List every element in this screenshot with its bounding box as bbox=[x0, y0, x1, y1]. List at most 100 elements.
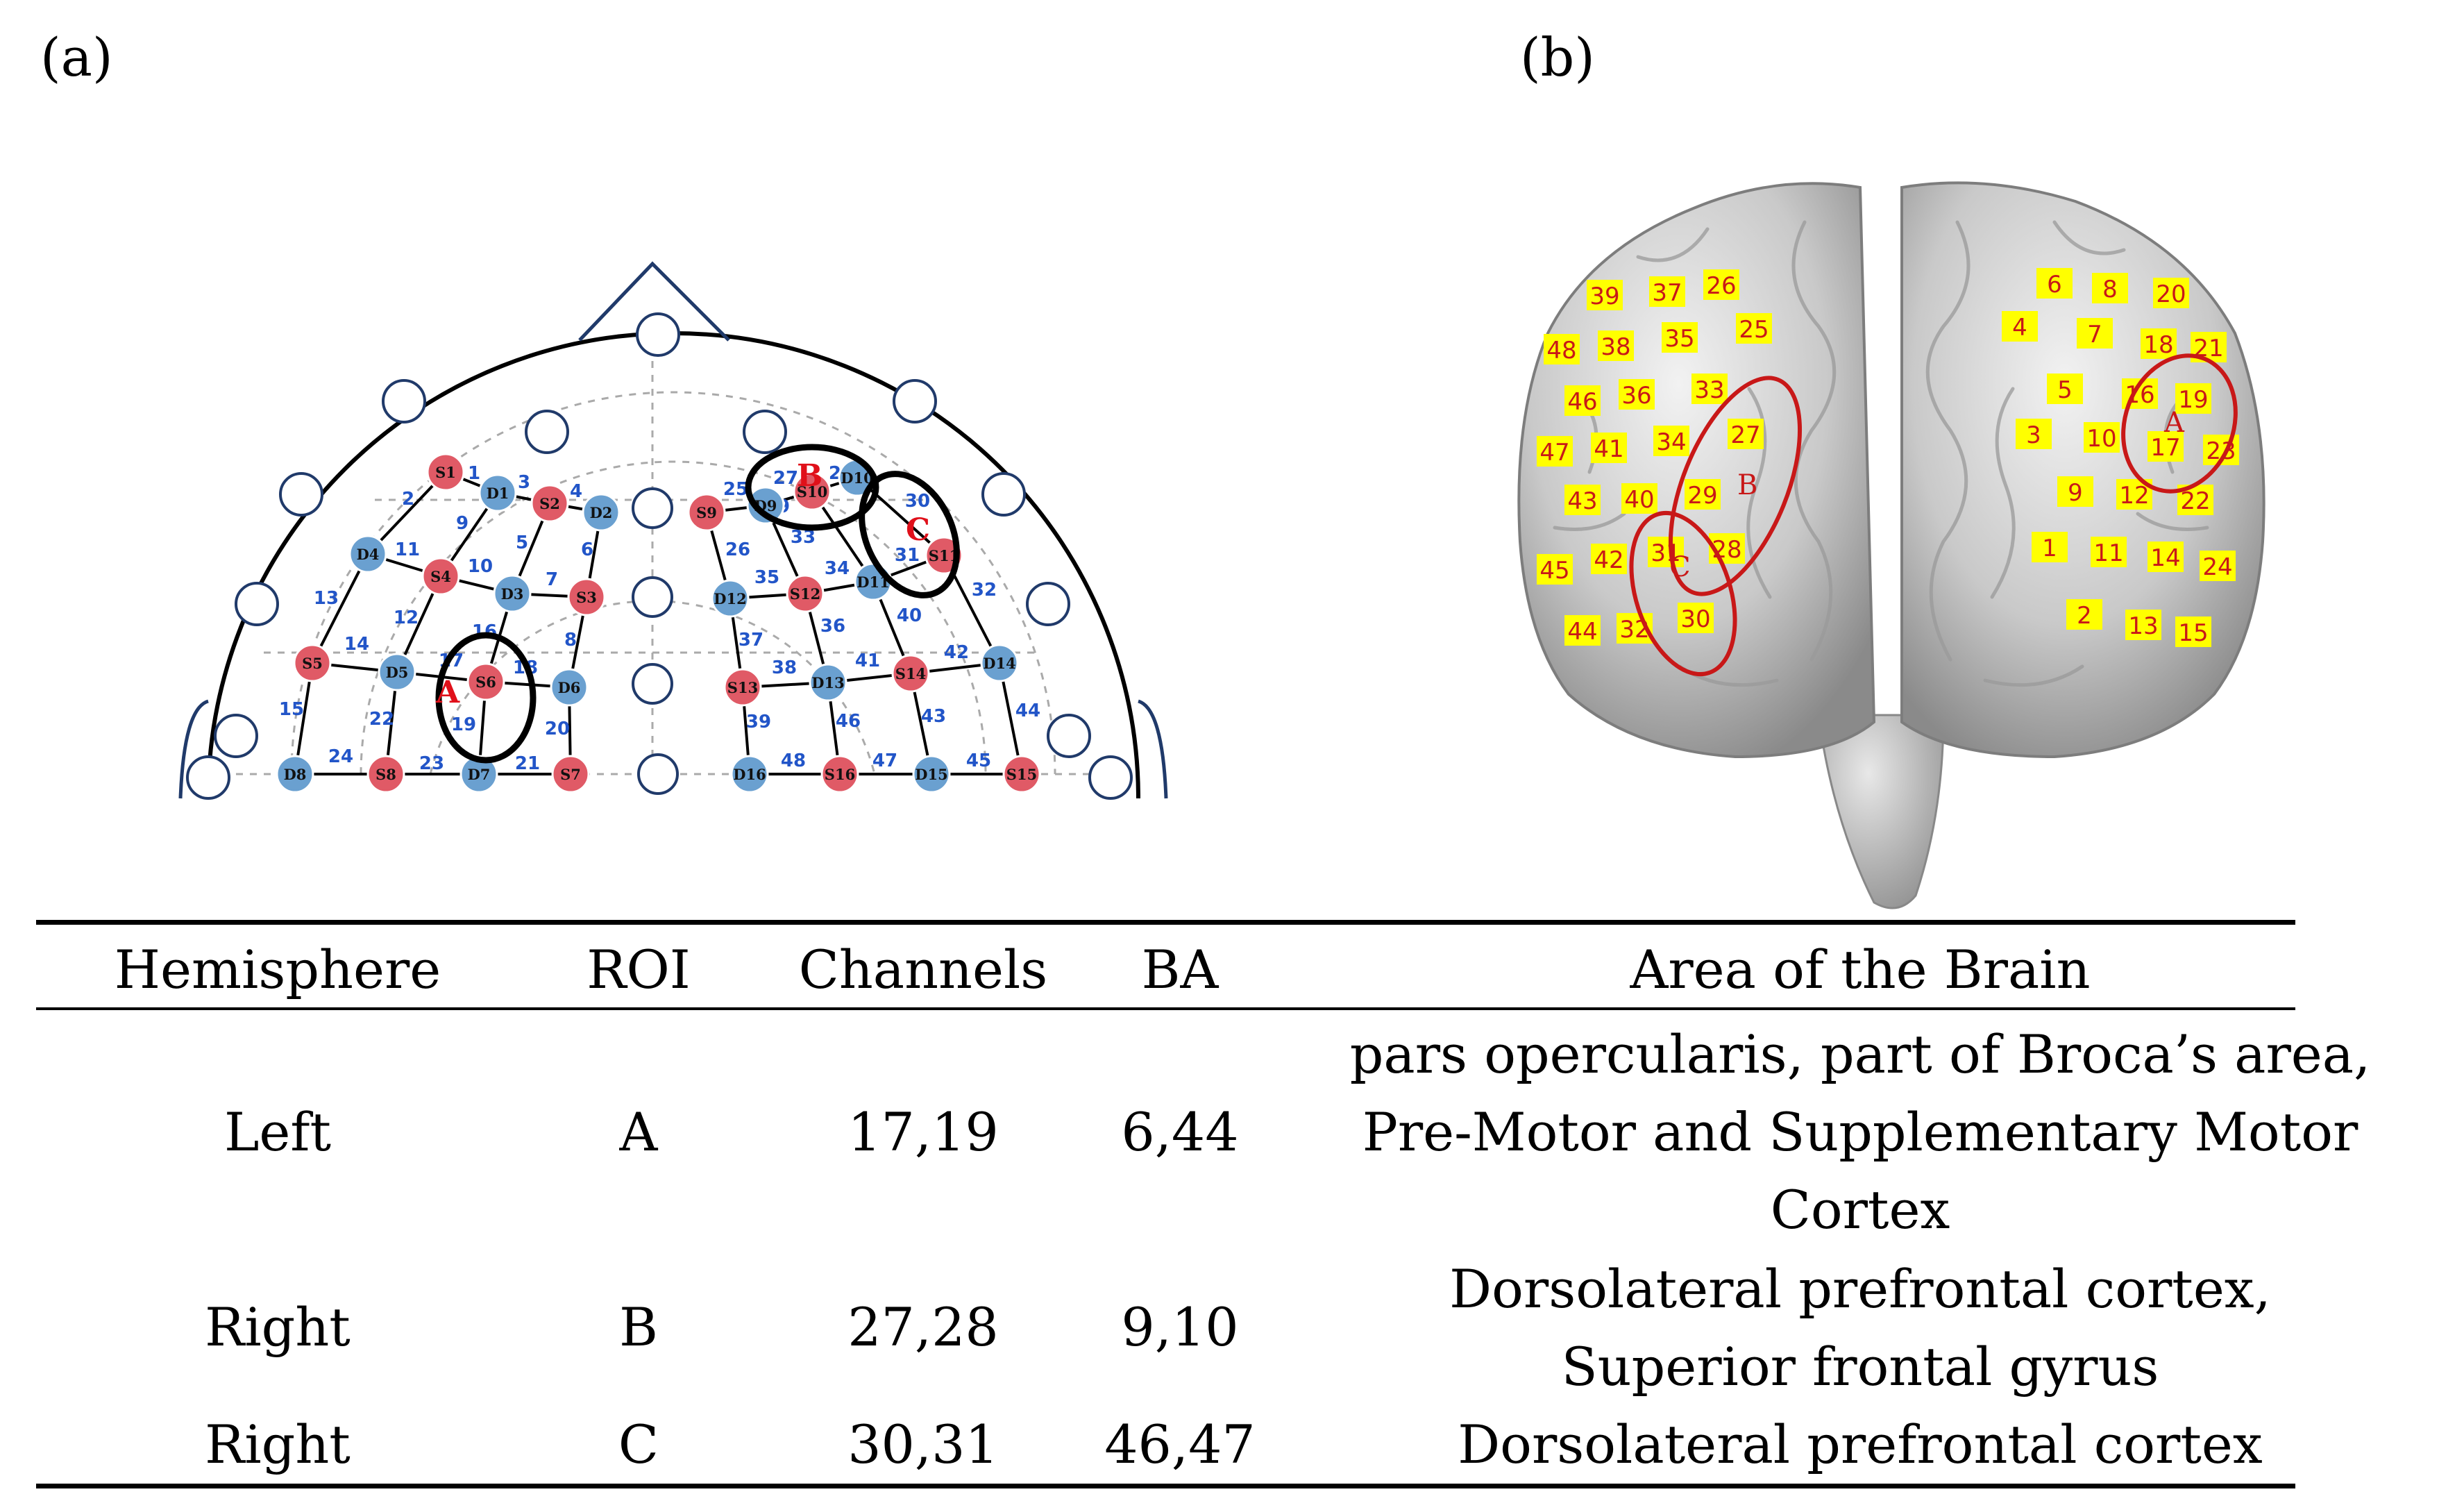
svg-text:42: 42 bbox=[1594, 546, 1623, 574]
panel-label-a: (a) bbox=[40, 26, 113, 88]
channel-number-37: 37 bbox=[739, 630, 763, 651]
svg-text:7: 7 bbox=[2087, 321, 2102, 349]
svg-text:14: 14 bbox=[2150, 544, 2180, 572]
channel-number-5: 5 bbox=[516, 532, 528, 553]
svg-text:27: 27 bbox=[1730, 421, 1760, 449]
source-s1: S1 bbox=[426, 453, 465, 492]
brain-channel-41: 41 bbox=[1591, 433, 1627, 463]
row2-roi: B bbox=[619, 1296, 658, 1358]
brain-channel-46: 46 bbox=[1564, 385, 1601, 416]
channel-number-6: 6 bbox=[581, 539, 593, 560]
svg-text:30: 30 bbox=[1680, 605, 1710, 633]
source-s13: S13 bbox=[723, 668, 762, 707]
row1-area-line1: pars opercularis, part of Broca’s area, bbox=[1349, 1023, 2371, 1085]
brain-channel-47: 47 bbox=[1537, 436, 1573, 467]
channel-number-26: 26 bbox=[725, 539, 750, 560]
brain-channel-30: 30 bbox=[1678, 603, 1714, 633]
detector-d3: D3 bbox=[493, 574, 532, 613]
svg-text:S7: S7 bbox=[560, 766, 581, 783]
brain-channel-45: 45 bbox=[1537, 554, 1573, 585]
source-s9: S9 bbox=[687, 493, 726, 532]
brain-channel-26: 26 bbox=[1703, 269, 1739, 300]
channel-number-44: 44 bbox=[1015, 701, 1040, 721]
svg-text:36: 36 bbox=[1621, 382, 1651, 410]
svg-text:29: 29 bbox=[1687, 482, 1717, 510]
svg-text:12: 12 bbox=[2119, 482, 2149, 510]
channel-number-19: 19 bbox=[451, 714, 476, 735]
svg-text:D15: D15 bbox=[915, 766, 947, 783]
detector-d5: D5 bbox=[378, 653, 416, 691]
channel-number-31: 31 bbox=[895, 545, 920, 566]
row3-hemisphere: Right bbox=[205, 1413, 351, 1475]
svg-text:S1: S1 bbox=[435, 464, 456, 481]
source-s3: S3 bbox=[567, 578, 606, 616]
row1-hemisphere: Left bbox=[223, 1101, 332, 1163]
brain-channel-5: 5 bbox=[2047, 374, 2083, 404]
table-rule-bottom bbox=[36, 1484, 2295, 1488]
brain-channel-37: 37 bbox=[1649, 276, 1685, 307]
brain-channel-29: 29 bbox=[1685, 479, 1721, 510]
source-s10: S10 bbox=[793, 472, 832, 511]
detector-d12: D12 bbox=[711, 579, 750, 618]
svg-text:8: 8 bbox=[2102, 276, 2118, 303]
svg-text:41: 41 bbox=[1594, 435, 1623, 463]
source-s15: S15 bbox=[1002, 755, 1041, 794]
channel-number-4: 4 bbox=[570, 481, 582, 502]
brain-channel-13: 13 bbox=[2125, 610, 2161, 640]
brain-channel-17: 17 bbox=[2147, 431, 2184, 462]
channel-number-46: 46 bbox=[836, 711, 861, 732]
source-s7: S7 bbox=[551, 755, 590, 794]
brain-channel-6: 6 bbox=[2036, 268, 2073, 299]
svg-text:S3: S3 bbox=[576, 589, 597, 606]
brain-channel-31: 31 bbox=[1648, 537, 1684, 567]
channel-number-3: 3 bbox=[518, 472, 530, 493]
detector-d16: D16 bbox=[730, 755, 769, 794]
svg-text:S13: S13 bbox=[727, 679, 758, 696]
svg-text:D4: D4 bbox=[357, 546, 380, 563]
brain-channel-9: 9 bbox=[2057, 476, 2093, 507]
svg-text:35: 35 bbox=[1664, 325, 1694, 353]
svg-text:S15: S15 bbox=[1006, 766, 1037, 783]
brain-channel-4: 4 bbox=[2002, 311, 2038, 342]
detector-d2: D2 bbox=[582, 493, 621, 532]
brain-channel-18: 18 bbox=[2141, 328, 2177, 359]
brain-channel-1: 1 bbox=[2032, 532, 2068, 562]
svg-text:S14: S14 bbox=[895, 665, 926, 682]
detector-d6: D6 bbox=[550, 668, 589, 707]
row2-area-line2: Superior frontal gyrus bbox=[1561, 1336, 2159, 1398]
svg-text:6: 6 bbox=[2047, 271, 2062, 299]
svg-text:D7: D7 bbox=[468, 766, 491, 783]
source-s4: S4 bbox=[421, 557, 460, 596]
svg-text:17: 17 bbox=[2150, 434, 2180, 462]
brain-channel-20: 20 bbox=[2153, 278, 2189, 308]
channel-number-14: 14 bbox=[344, 634, 369, 655]
channel-number-7: 7 bbox=[546, 569, 558, 590]
svg-text:34: 34 bbox=[1656, 428, 1686, 456]
roi-ring-c bbox=[859, 471, 960, 598]
svg-text:S12: S12 bbox=[790, 585, 820, 603]
detector-d4: D4 bbox=[348, 535, 387, 573]
source-s6: S6 bbox=[466, 662, 505, 701]
row3-ba: 46,47 bbox=[1104, 1413, 1256, 1475]
roi-ring-b bbox=[745, 444, 879, 531]
svg-text:22: 22 bbox=[2180, 487, 2210, 515]
svg-text:S8: S8 bbox=[375, 766, 396, 783]
svg-text:48: 48 bbox=[1546, 337, 1576, 364]
svg-text:3: 3 bbox=[2026, 421, 2041, 449]
roi-label-a: A bbox=[435, 675, 460, 710]
header-area: Area of the Brain bbox=[1630, 939, 2091, 1000]
brain-channel-14: 14 bbox=[2147, 542, 2184, 572]
brain-channel-38: 38 bbox=[1598, 330, 1634, 361]
svg-text:24: 24 bbox=[2202, 553, 2232, 581]
brain-channel-27: 27 bbox=[1728, 419, 1764, 449]
channel-number-36: 36 bbox=[820, 616, 845, 637]
channel-number-20: 20 bbox=[545, 719, 570, 739]
brain-channel-48: 48 bbox=[1544, 334, 1580, 364]
channel-number-2: 2 bbox=[402, 489, 414, 510]
svg-text:33: 33 bbox=[1694, 376, 1724, 404]
brain-channel-10: 10 bbox=[2084, 422, 2120, 453]
detector-d9: D9 bbox=[746, 486, 785, 525]
channel-number-9: 9 bbox=[456, 513, 469, 534]
brain-channel-19: 19 bbox=[2175, 383, 2211, 414]
